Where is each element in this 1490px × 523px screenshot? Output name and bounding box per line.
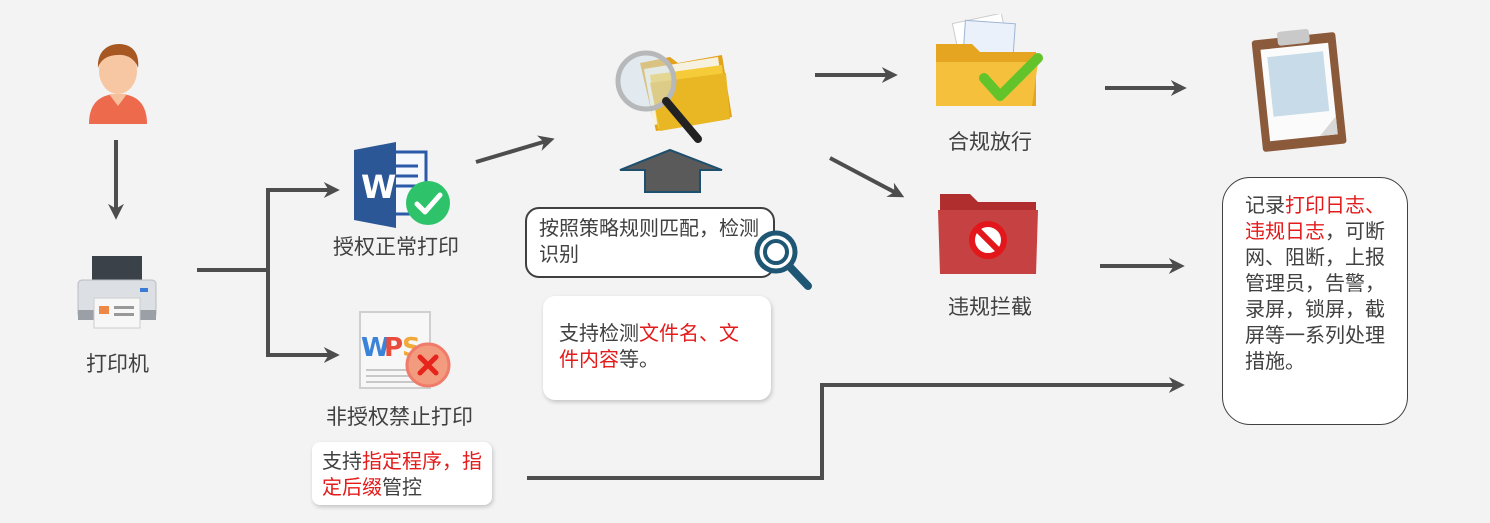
user-icon [89,44,147,124]
folder-check-icon [936,14,1043,106]
arrow-to-unauthorized [266,270,340,363]
arrow-program-to-record [527,377,1185,480]
matching-text: 按照策略规则匹配，检测识别 [539,216,759,266]
record-text-post: ，可断网、阻断，上报管理员，告警，录屏，锁屏，截屏等一系列处理措施。 [1245,219,1385,373]
word-document-icon: W [354,142,428,228]
up-block-arrow-icon [619,148,723,193]
svg-text:W: W [361,168,396,206]
violation-label: 违规拦截 [948,295,1032,319]
svg-text:W: W [361,333,390,363]
svg-text:P: P [384,333,403,363]
record-text-highlight: 打印日志、违规日志 [1245,193,1385,243]
detect-text-highlight: 文件名、文件内容 [559,321,739,371]
content-detect-box: 支持检测文件名、文件内容等。 [543,296,771,400]
authorized-print-label: 授权正常打印 [333,235,459,259]
printer-label: 打印机 [86,352,149,376]
clipboard-log-icon [1251,28,1347,152]
record-actions-box: 记录打印日志、违规日志，可断网、阻断，上报管理员，告警，录屏，锁屏，截屏等一系列… [1222,177,1408,425]
arrow-to-violation [829,156,905,198]
detect-text-pre: 支持检测 [559,321,639,345]
unauthorized-print-label: 非授权禁止打印 [326,405,473,429]
program-control-box: 支持指定程序，指定后缀管控 [312,442,492,505]
program-text-highlight: 指定程序，指定后缀 [322,449,482,499]
program-text-post: 管控 [382,475,422,499]
detect-text-post: 等。 [619,347,659,371]
program-text-pre: 支持 [322,449,362,473]
magnifier-icon [754,230,812,290]
folder-forbidden-icon [938,194,1038,274]
printer-icon [77,256,157,329]
record-text-pre: 记录 [1245,193,1285,217]
folder-magnifier-icon [615,50,732,143]
compliant-label: 合规放行 [948,130,1032,154]
red-cross-badge-icon [405,342,451,388]
arrow-to-matching [475,135,555,164]
green-check-badge-icon [406,181,450,225]
rule-matching-box: 按照策略规则匹配，检测识别 [525,207,775,278]
arrow-to-authorized [266,182,340,270]
